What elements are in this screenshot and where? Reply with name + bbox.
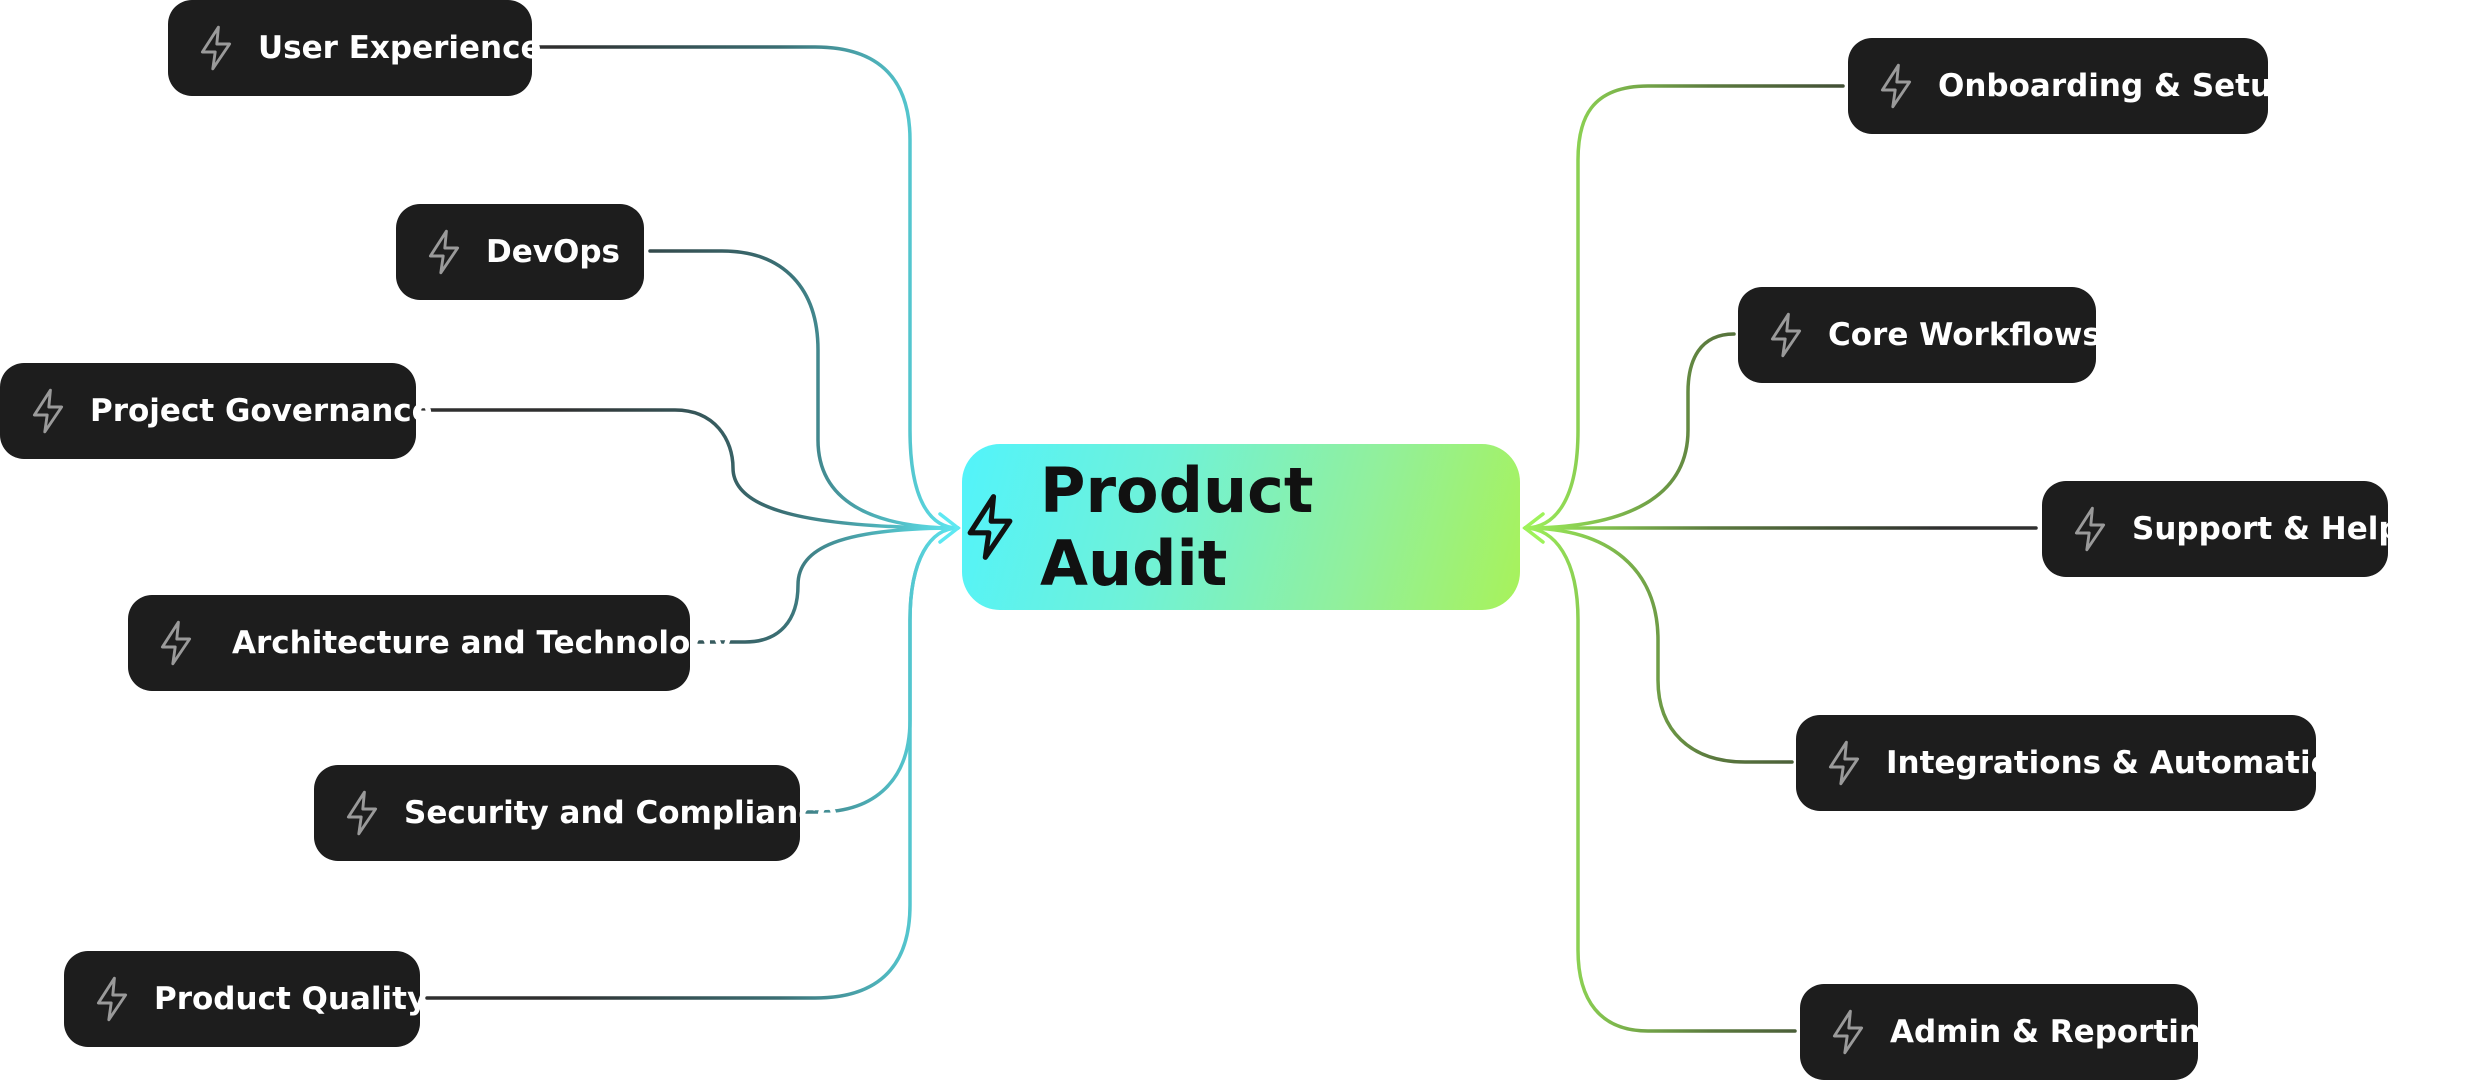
topic-node-integrations-automations[interactable]: Integrations & Automations [1796,715,2372,811]
lightning-bolt-icon [2070,505,2110,553]
lightning-bolt-icon [342,789,382,837]
topic-node-security-compliance[interactable]: Security and Compliance [314,765,838,861]
topic-label: Security and Compliance [404,795,838,831]
topic-node-product-quality[interactable]: Product Quality [64,951,427,1047]
topic-node-user-experience[interactable]: User Experience [168,0,542,96]
arrowhead-right [1522,512,1545,544]
lightning-bolt-icon [1828,1008,1868,1056]
lightning-bolt-icon [92,975,132,1023]
topic-label: User Experience [258,30,542,66]
connector-admin [1523,526,1797,1033]
topic-node-onboarding-setup[interactable]: Onboarding & Setup [1848,38,2294,134]
topic-node-devops[interactable]: DevOps [396,204,644,300]
topic-node-core-workflows[interactable]: Core Workflows [1738,287,2101,383]
lightning-bolt-icon [28,387,68,435]
connector-project-governance [421,408,960,530]
lightning-bolt-icon [196,24,236,72]
central-topic-node[interactable]: Product Audit [962,444,1520,610]
topic-label: Architecture and Technology [232,625,733,661]
connector-security [804,526,960,814]
connector-architecture [694,526,960,644]
lightning-bolt-icon [1766,311,1806,359]
arrowhead-left [938,512,961,544]
lightning-bolt-icon [1876,62,1916,110]
topic-node-architecture-technology[interactable]: Architecture and Technology [128,595,733,691]
topic-label: Onboarding & Setup [1938,68,2295,104]
connector-integrations [1523,526,1794,764]
lightning-bolt-icon [156,619,196,667]
topic-label: Integrations & Automations [1886,745,2373,781]
connector-product-quality [425,526,960,1000]
connector-onboarding [1523,84,1845,530]
connector-user-experience [535,45,960,530]
lightning-bolt-icon [1824,739,1864,787]
topic-label: DevOps [486,234,620,270]
central-topic-label: Product Audit [1040,454,1314,600]
lightning-bolt-icon [424,228,464,276]
topic-label: Support & Help [2132,511,2401,547]
topic-node-admin-reporting[interactable]: Admin & Reporting [1800,984,2223,1080]
connector-core-workflows [1523,332,1736,530]
connector-devops [648,249,960,530]
topic-node-support-help[interactable]: Support & Help [2042,481,2401,577]
topic-label: Product Quality [154,981,428,1017]
topic-label: Admin & Reporting [1890,1014,2224,1050]
topic-node-project-governance[interactable]: Project Governance [0,363,433,459]
topic-label: Core Workflows [1828,317,2101,353]
lightning-bolt-icon [962,492,1018,562]
topic-label: Project Governance [90,393,433,429]
